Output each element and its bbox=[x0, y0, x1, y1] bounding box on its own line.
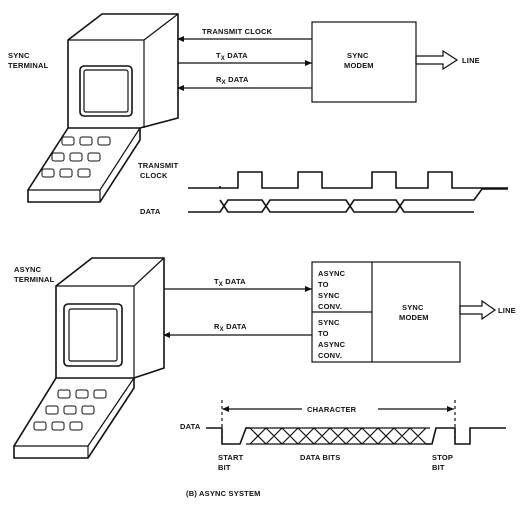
async-modem-label-line2: MODEM bbox=[399, 313, 429, 322]
sync-modem-label-line2: MODEM bbox=[344, 61, 374, 70]
sync-data-waveform-low bbox=[188, 200, 474, 212]
sync-timing-clock-label-line1: TRANSMIT bbox=[138, 161, 179, 170]
data-bits-waveform bbox=[246, 428, 506, 444]
async-rx-data-label: RX DATA bbox=[214, 322, 247, 333]
async-data-waveform bbox=[206, 428, 250, 444]
sync-section: SYNC TERMINAL bbox=[8, 14, 508, 216]
svg-text:ASYNC: ASYNC bbox=[318, 340, 346, 349]
start-bit-label-line1: START bbox=[218, 453, 244, 462]
svg-text:CONV.: CONV. bbox=[318, 351, 342, 360]
sync-transmit-clock-label: TRANSMIT CLOCK bbox=[202, 27, 273, 36]
start-bit-label-line2: BIT bbox=[218, 463, 231, 472]
async-tx-data-label: TX DATA bbox=[214, 277, 246, 288]
async-modem-label-line1: SYNC bbox=[402, 303, 424, 312]
sync-tx-data-label: TX DATA bbox=[216, 51, 248, 62]
stop-bit-label-line1: STOP bbox=[432, 453, 453, 462]
async-terminal-label-line2: TERMINAL bbox=[14, 275, 55, 284]
sync-modem-label-line1: SYNC bbox=[347, 51, 369, 60]
sync-timing-data-label: DATA bbox=[140, 207, 161, 216]
sync-timing-clock-label-line2: CLOCK bbox=[140, 171, 168, 180]
sync-terminal-label-line1: SYNC bbox=[8, 51, 30, 60]
async-terminal-icon bbox=[14, 258, 164, 458]
svg-text:CONV.: CONV. bbox=[318, 302, 342, 311]
sync-terminal-label-line2: TERMINAL bbox=[8, 61, 49, 70]
async-timing-data-label: DATA bbox=[180, 422, 201, 431]
async-section: ASYNC TERMINAL bbox=[14, 258, 516, 472]
svg-text:SYNC: SYNC bbox=[318, 291, 340, 300]
async-line-label: LINE bbox=[498, 306, 516, 315]
sync-line-label: LINE bbox=[462, 56, 480, 65]
async-line-arrow-icon bbox=[460, 301, 495, 319]
sync-line-arrow-icon bbox=[416, 51, 457, 69]
async-terminal-label-line1: ASYNC bbox=[14, 265, 42, 274]
svg-text:SYNC: SYNC bbox=[318, 318, 340, 327]
figure-caption: (B) ASYNC SYSTEM bbox=[186, 489, 261, 498]
svg-text:ASYNC: ASYNC bbox=[318, 269, 346, 278]
data-bits-label: DATA BITS bbox=[300, 453, 340, 462]
svg-text:TO: TO bbox=[318, 280, 329, 289]
sync-keypad-icon bbox=[42, 137, 110, 177]
sync-rx-data-label: RX DATA bbox=[216, 75, 249, 86]
stop-bit-label-line2: BIT bbox=[432, 463, 445, 472]
svg-text:TO: TO bbox=[318, 329, 329, 338]
sync-clock-waveform bbox=[188, 172, 508, 188]
character-label: CHARACTER bbox=[307, 405, 357, 414]
